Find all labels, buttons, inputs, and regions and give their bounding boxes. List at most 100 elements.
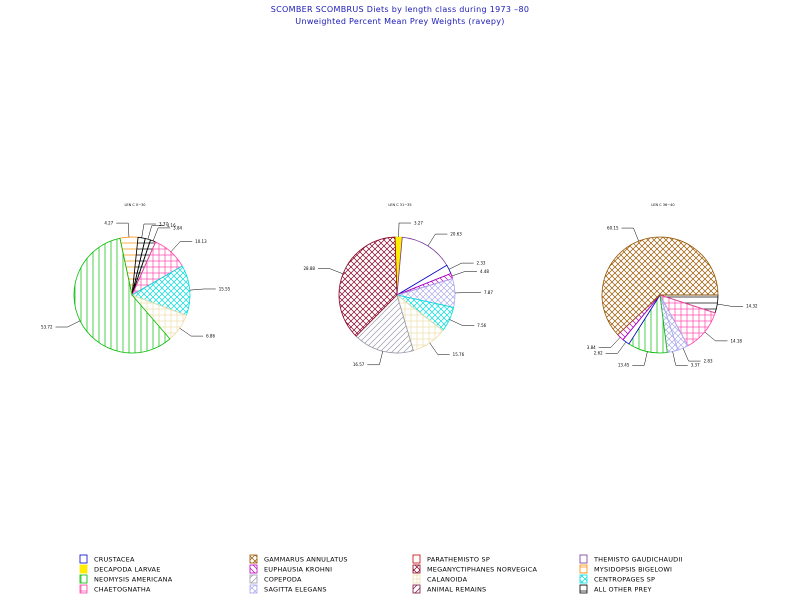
leader-line — [179, 327, 204, 337]
legend-swatch — [79, 564, 88, 574]
legend-swatch — [579, 574, 588, 584]
legend-item-gammarus-annulatus: GAMMARUS ANNULATUS — [249, 554, 348, 564]
leader-line — [398, 222, 412, 238]
slice-label: 14.32 — [746, 304, 758, 309]
pie-chart-2: LEN C 31−35 3.27 20.63 2.33 4.48 7.87 7.56 15.7… — [304, 203, 494, 367]
pie-slice-themisto-gaudichaudii — [396, 236, 448, 296]
slice-label: 3.37 — [159, 221, 168, 226]
slice-label: 15.55 — [219, 286, 231, 291]
legend-item-decapoda-larvae: DECAPODA LARVAE — [79, 564, 161, 574]
slice-label: 4.16 — [167, 223, 176, 228]
slice-label: 2.33 — [477, 260, 486, 265]
legend-label: CALANOIDA — [427, 576, 468, 584]
slice-label: 3.84 — [587, 345, 596, 350]
slice-label: 28.88 — [304, 266, 316, 271]
legend-label: CHAETOGNATHA — [94, 586, 151, 594]
slice-label: 2.83 — [704, 358, 713, 363]
legend-item-crustacea: CRUSTACEA — [79, 554, 135, 564]
leader-line — [448, 262, 474, 270]
leader-line — [55, 320, 81, 328]
slice-label: 53.72 — [41, 324, 53, 329]
legend-item-euphausia-krohni: EUPHAUSIA KROHNI — [249, 564, 332, 574]
legend-swatch — [579, 564, 588, 574]
slice-label: 7.87 — [484, 290, 493, 295]
legend-label: CENTROPAGES SP — [594, 576, 655, 584]
legend-label: ALL OTHER PREY — [594, 586, 652, 594]
slice-label: 14.18 — [730, 338, 742, 343]
pie-slice-neomysis-americana — [73, 237, 171, 354]
legend-item-meganyctiphanes-norvegica: MEGANYCTIPHANES NORVEGICA — [412, 564, 538, 574]
leader-line — [189, 288, 216, 291]
leader-line — [147, 225, 164, 240]
legend-item-animal-remains: ANIMAL REMAINS — [412, 584, 486, 594]
legend-swatch — [79, 584, 88, 594]
slice-label: 3.37 — [691, 363, 700, 368]
slice-label: 7.56 — [477, 323, 486, 328]
pie-title: LEN C 31−35 — [388, 203, 411, 207]
legend-swatch — [579, 584, 588, 594]
pie-title: LEN C 0−30 — [124, 203, 145, 207]
slice-label: 15.76 — [453, 352, 465, 357]
leader-line — [170, 241, 193, 253]
pie-slice-centropages-sp — [131, 265, 191, 316]
legend-swatch — [249, 574, 258, 584]
legend-label: ANIMAL REMAINS — [427, 586, 486, 594]
legend-swatch — [249, 564, 258, 574]
legend-swatch — [412, 574, 421, 584]
leader-line — [141, 223, 157, 238]
slice-label: 3.84 — [173, 225, 182, 230]
slice-label: 3.27 — [414, 220, 423, 225]
slice-label: 4.48 — [480, 269, 489, 274]
legend-swatch — [79, 554, 88, 564]
legend-item-chaetognatha: CHAETOGNATHA — [79, 584, 151, 594]
leader-line — [429, 342, 450, 355]
legend-item-neomysis-americana: NEOMYSIS AMERICANA — [79, 574, 173, 584]
chart-subtitle: Unweighted Percent Mean Prey Weights (ra… — [295, 17, 505, 26]
legend-item-themisto-gaudichaudii: THEMISTO GAUDICHAUDII — [579, 554, 683, 564]
legend-swatch — [249, 584, 258, 594]
leader-line — [672, 351, 688, 366]
legend-swatch — [79, 574, 88, 584]
leader-line — [682, 348, 701, 362]
legend-swatch — [412, 584, 421, 594]
legend-label: PARATHEMISTO SP — [427, 556, 490, 564]
slice-label: 20.63 — [450, 231, 462, 236]
legend-item-all-other-prey: ALL OTHER PREY — [579, 584, 652, 594]
legend-swatch — [412, 554, 421, 564]
leader-line — [317, 268, 344, 275]
leader-line — [152, 227, 171, 242]
legend-label: DECAPODA LARVAE — [94, 566, 161, 574]
legend-item-mysidopsis-bigelowi: MYSIDOPSIS BIGELOWI — [579, 564, 672, 574]
legend-item-calanoida: CALANOIDA — [412, 574, 468, 584]
leader-line — [704, 331, 728, 342]
legend-swatch — [579, 554, 588, 564]
legend-label: NEOMYSIS AMERICANA — [94, 576, 173, 584]
leader-line — [632, 351, 648, 366]
leader-line — [451, 271, 478, 277]
legend-label: GAMMARUS ANNULATUS — [264, 556, 348, 564]
leader-line — [427, 233, 448, 247]
leader-line — [717, 303, 744, 307]
legend-label: MEGANYCTIPHANES NORVEGICA — [427, 566, 538, 574]
slice-label: 6.86 — [206, 333, 215, 338]
leader-line — [449, 319, 475, 326]
legend-item-copepoda: COPEPODA — [249, 574, 302, 584]
legend-label: COPEPODA — [264, 576, 302, 584]
legend-label: THEMISTO GAUDICHAUDII — [593, 556, 683, 564]
slice-label: 10.13 — [195, 239, 207, 244]
slice-label: 16.57 — [353, 362, 365, 367]
legend-swatch — [412, 564, 421, 574]
leader-line — [116, 222, 130, 238]
chart-title: SCOMBER SCOMBRUS Diets by length class d… — [270, 5, 530, 14]
legend: CRUSTACEA DECAPODA LARVAE NEOMYSIS AMERICA… — [79, 554, 683, 594]
legend-label: EUPHAUSIA KROHNI — [264, 566, 332, 574]
leader-line — [598, 337, 621, 348]
slice-label: 60.15 — [607, 225, 619, 230]
leader-line — [621, 227, 639, 242]
slice-label: 2.62 — [594, 351, 603, 356]
legend-label: CRUSTACEA — [94, 556, 135, 564]
slice-label: 13.45 — [618, 363, 630, 368]
pie-title: LEN C 36−40 — [651, 203, 674, 207]
pie-chart-3: LEN C 36−40 14.32 14.18 2.83 3.37 13.45 2.623.… — [587, 203, 758, 368]
